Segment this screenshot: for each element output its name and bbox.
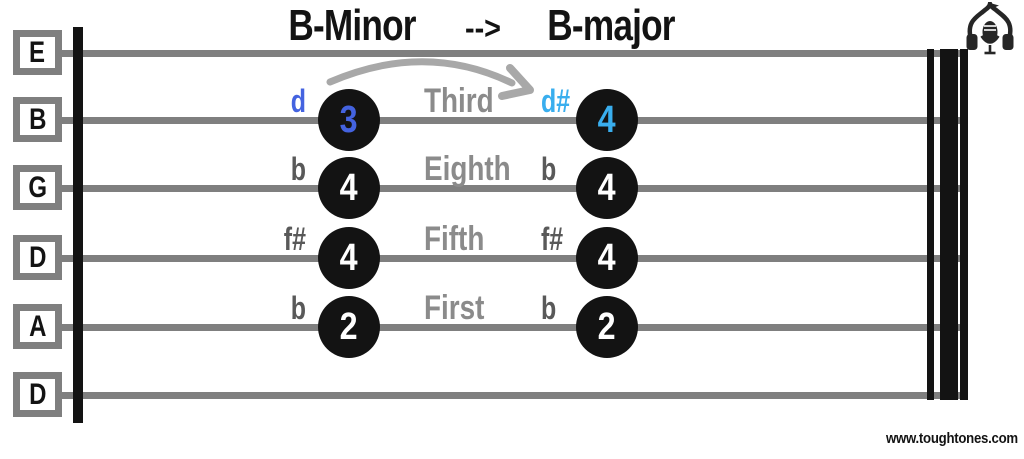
to-fret-dot: 4: [576, 227, 638, 289]
tuning-label-d-low: D: [13, 372, 62, 417]
to-note-name: b: [541, 151, 557, 187]
fret-number: 2: [340, 306, 358, 348]
tuning-letter: D: [28, 240, 47, 274]
to-note-name: b: [541, 290, 557, 326]
string-line-d-low: [60, 392, 968, 399]
to-fret-dot: 4: [576, 89, 638, 151]
title-arrow-text: -->: [465, 10, 501, 46]
end-bar-thin-2: [960, 49, 968, 400]
tuning-letter: A: [28, 309, 47, 343]
interval-label: Third: [424, 82, 494, 120]
string-line-d: [60, 255, 968, 262]
fret-number: 4: [340, 237, 358, 279]
string-line-e-high: [60, 50, 968, 57]
from-note-name: b: [290, 151, 306, 187]
change-arrow-icon: [326, 58, 534, 100]
fret-number: 4: [598, 167, 616, 209]
from-note-name: d: [290, 83, 306, 119]
nut-bar: [73, 27, 83, 423]
interval-label: First: [424, 289, 485, 327]
tuning-label-a: A: [13, 304, 62, 349]
tuning-label-e-high: E: [13, 30, 62, 75]
tuning-letter: G: [28, 170, 47, 204]
end-bar-thin-1: [927, 49, 934, 400]
fret-number: 2: [598, 306, 616, 348]
fret-number: 4: [598, 99, 616, 141]
from-fret-dot: 2: [318, 296, 380, 358]
tuning-label-g: G: [13, 165, 62, 210]
tuning-letter: B: [28, 102, 47, 136]
tuning-letter: E: [29, 35, 46, 69]
tuning-letter: D: [28, 377, 47, 411]
string-line-a: [60, 324, 968, 331]
to-note-name: f#: [541, 221, 564, 257]
to-fret-dot: 4: [576, 157, 638, 219]
to-chord-title: B-major: [547, 1, 675, 50]
tuning-label-b: B: [13, 97, 62, 142]
from-fret-dot: 4: [318, 227, 380, 289]
end-bar-thick: [940, 49, 958, 400]
fret-number: 4: [340, 167, 358, 209]
fret-number: 4: [598, 237, 616, 279]
to-fret-dot: 2: [576, 296, 638, 358]
interval-label: Fifth: [424, 220, 485, 258]
from-note-name: b: [290, 290, 306, 326]
tuning-label-d: D: [13, 235, 62, 280]
string-line-g: [60, 185, 968, 192]
fret-number: 3: [340, 99, 358, 141]
to-note-name: d#: [541, 83, 571, 119]
string-line-b: [60, 117, 968, 124]
from-fret-dot: 3: [318, 89, 380, 151]
from-fret-dot: 4: [318, 157, 380, 219]
from-note-name: f#: [283, 221, 306, 257]
interval-label: Eighth: [424, 150, 511, 188]
from-chord-title: B-Minor: [288, 1, 416, 50]
headphones-mic-icon: [966, 2, 1014, 55]
website-url: www.toughtones.com: [886, 430, 1018, 447]
